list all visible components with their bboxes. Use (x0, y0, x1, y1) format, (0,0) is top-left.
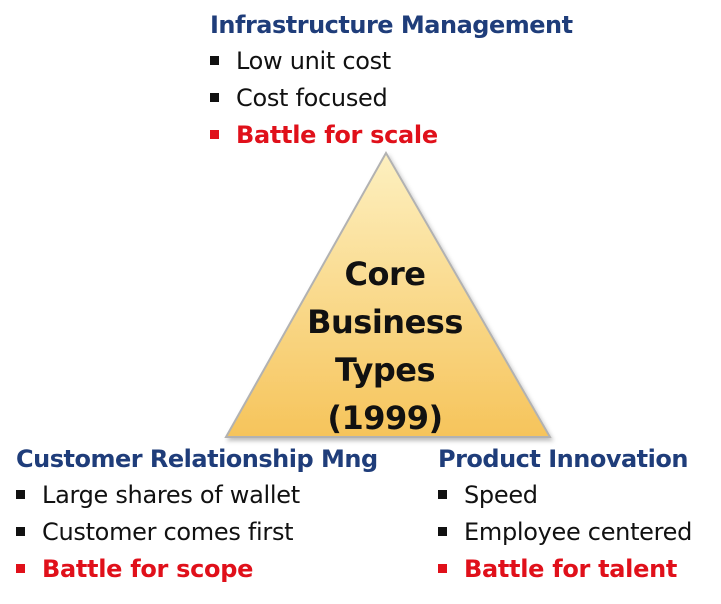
square-bullet-icon (210, 56, 219, 65)
product-innovation-heading: Product Innovation (438, 445, 688, 473)
customer-relationship-list: Large shares of wallet Customer comes fi… (16, 480, 378, 591)
product-innovation-group: Product Innovation Speed Employee center… (438, 444, 692, 591)
customer-relationship-group: Customer Relationship Mng Large shares o… (16, 444, 378, 591)
square-bullet-icon (438, 527, 447, 536)
core-label: Core Business Types (1999) (285, 250, 485, 442)
list-item: Large shares of wallet (16, 480, 378, 517)
square-bullet-icon (210, 130, 219, 139)
list-item: Customer comes first (16, 517, 378, 554)
square-bullet-icon (438, 490, 447, 499)
list-item-emphasis: Battle for talent (438, 554, 692, 591)
list-item-text: Large shares of wallet (42, 481, 300, 509)
list-item: Speed (438, 480, 692, 517)
square-bullet-icon (16, 527, 25, 536)
triangle-shape (224, 150, 552, 438)
infrastructure-management-list: Low unit cost Cost focused Battle for sc… (210, 46, 573, 157)
list-item-text: Speed (464, 481, 538, 509)
infrastructure-management-group: Infrastructure Management Low unit cost … (210, 10, 573, 157)
core-label-line-1: Core (344, 255, 426, 293)
core-label-line-2: Business (307, 303, 463, 341)
square-bullet-icon (438, 564, 447, 573)
list-item-text: Battle for scale (236, 121, 438, 149)
list-item: Cost focused (210, 83, 573, 120)
product-innovation-list: Speed Employee centered Battle for talen… (438, 480, 692, 591)
square-bullet-icon (16, 564, 25, 573)
list-item-text: Customer comes first (42, 518, 294, 546)
list-item-emphasis: Battle for scale (210, 120, 573, 157)
infrastructure-management-heading: Infrastructure Management (210, 11, 573, 39)
square-bullet-icon (210, 93, 219, 102)
list-item: Low unit cost (210, 46, 573, 83)
list-item: Employee centered (438, 517, 692, 554)
list-item-text: Battle for talent (464, 555, 678, 583)
core-label-line-4: (1999) (327, 399, 443, 437)
customer-relationship-heading: Customer Relationship Mng (16, 445, 378, 473)
square-bullet-icon (16, 490, 25, 499)
list-item-emphasis: Battle for scope (16, 554, 378, 591)
list-item-text: Low unit cost (236, 47, 391, 75)
list-item-text: Battle for scope (42, 555, 254, 583)
list-item-text: Employee centered (464, 518, 693, 546)
list-item-text: Cost focused (236, 84, 388, 112)
core-label-line-3: Types (334, 351, 436, 389)
